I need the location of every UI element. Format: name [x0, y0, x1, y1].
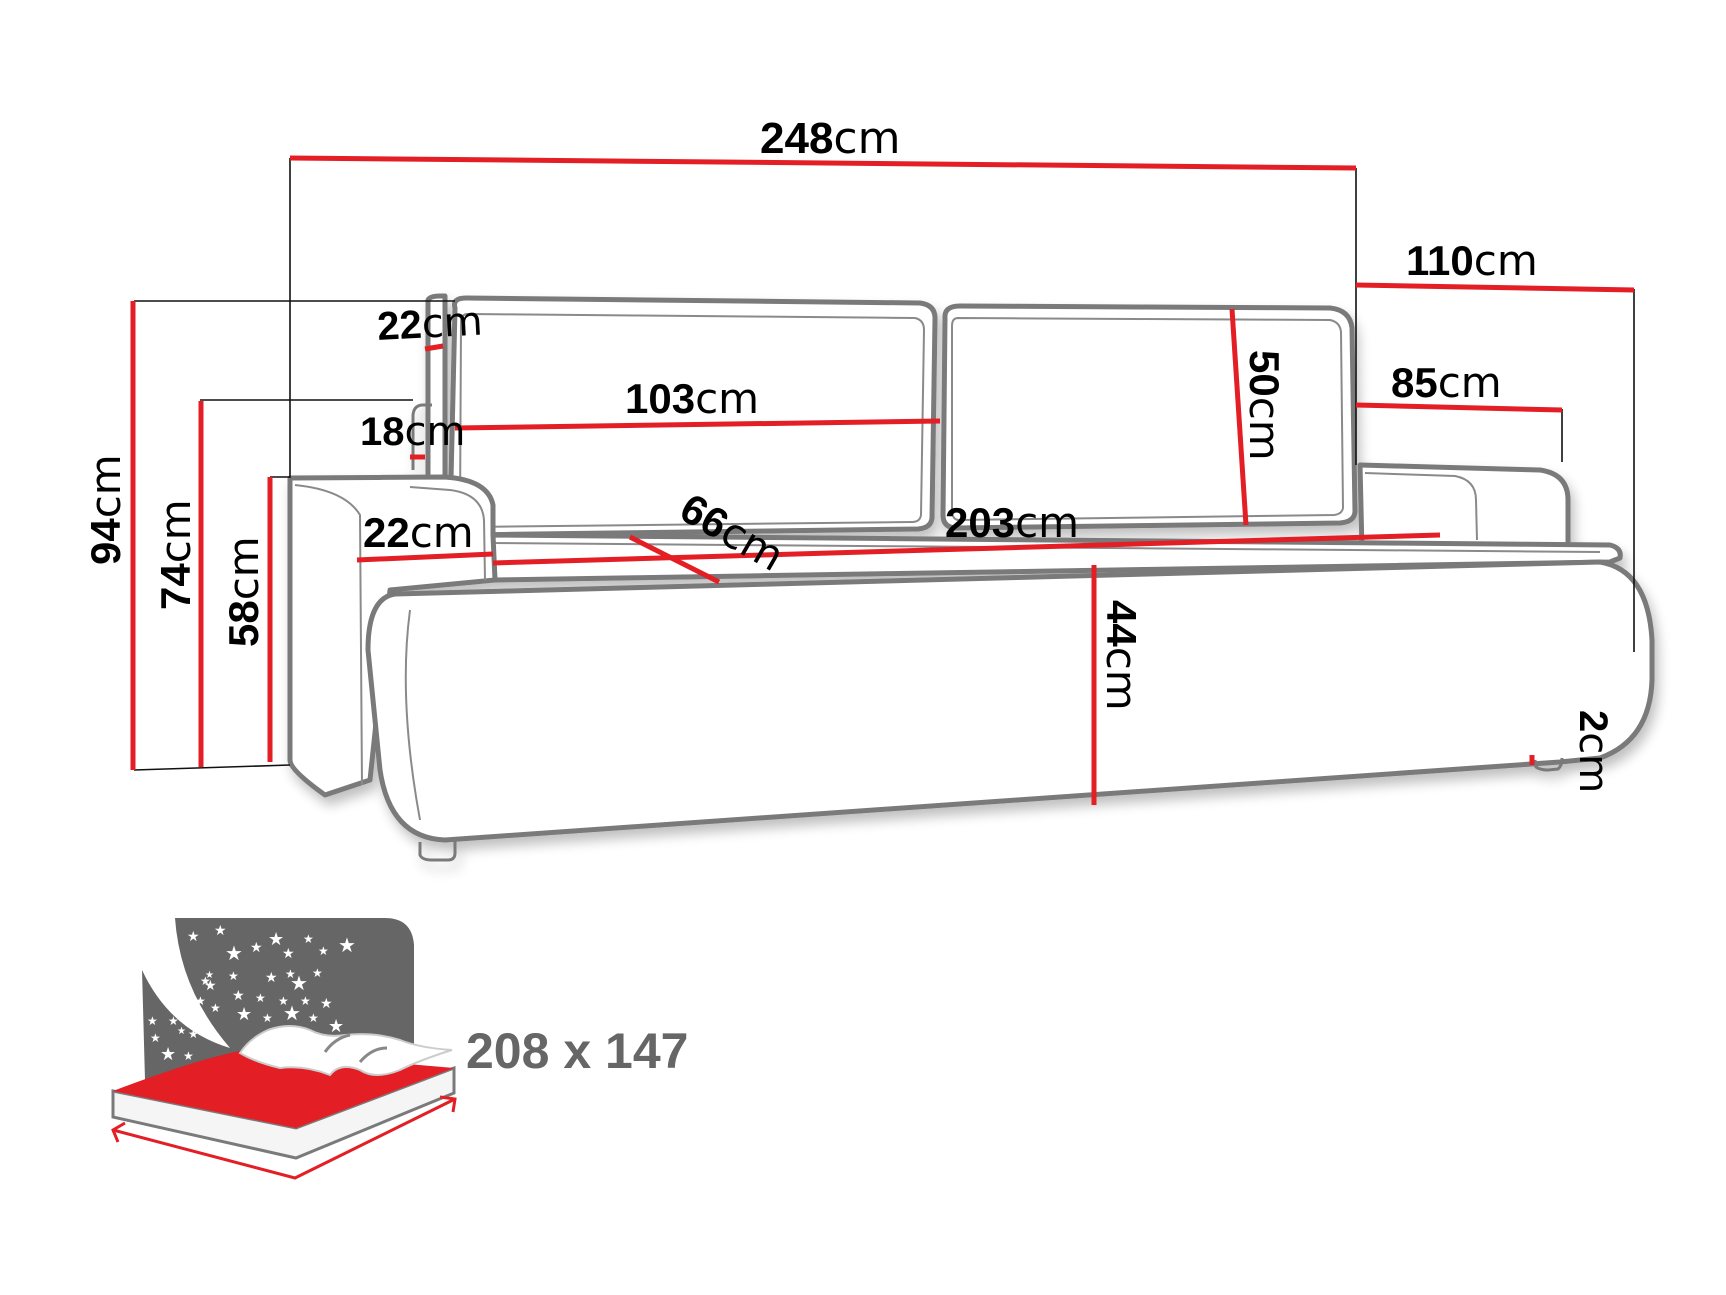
- extension-lines: [133, 158, 1635, 771]
- label-armrest-height: 58cm: [219, 536, 268, 647]
- dim-line-armrest-width: [356, 551, 494, 563]
- sleeping-area-size: 208 x 147: [466, 1023, 688, 1079]
- label-cushion-width: 103cm: [625, 374, 759, 423]
- dim-line-seat-width: [492, 532, 1441, 566]
- svg-text:★: ★: [228, 969, 239, 983]
- dim-line-cushion-height: [1229, 308, 1249, 526]
- svg-text:★: ★: [204, 979, 217, 994]
- svg-text:★: ★: [278, 994, 289, 1008]
- svg-text:★: ★: [328, 1016, 344, 1036]
- label-armrest-width: 22cm: [363, 508, 474, 557]
- front-left-leg: [418, 840, 457, 862]
- svg-text:★: ★: [250, 941, 263, 956]
- bed-night-stars-icon: ★ ★ ★ ★ ★ ★ ★ ★ ★ ★ ★ ★ ★ ★ ★ ★ ★ ★ ★ ★ …: [111, 918, 457, 1180]
- svg-text:★: ★: [308, 1011, 319, 1025]
- dim-line-total-width: [289, 155, 1357, 171]
- label-backrest-lower-thickness: 18cm: [360, 409, 465, 455]
- label-leg-height: 2cm: [1570, 710, 1616, 793]
- armrest-right: [1357, 462, 1571, 553]
- dimension-lines: [130, 155, 1635, 805]
- svg-text:★: ★: [225, 943, 243, 965]
- svg-text:★: ★: [300, 994, 311, 1008]
- svg-text:★: ★: [160, 1044, 176, 1064]
- svg-text:★: ★: [232, 989, 245, 1004]
- svg-text:★: ★: [236, 1004, 252, 1024]
- svg-text:★: ★: [265, 971, 278, 986]
- svg-text:★: ★: [320, 997, 333, 1012]
- dim-line-seat-depth: [1355, 402, 1563, 413]
- dim-line-seat-cushion-depth: [628, 534, 721, 585]
- svg-text:★: ★: [214, 924, 227, 939]
- svg-text:★: ★: [183, 1049, 194, 1063]
- label-total-height: 94cm: [81, 454, 130, 565]
- svg-text:★: ★: [283, 1003, 301, 1025]
- label-total-depth: 110cm: [1406, 236, 1538, 285]
- svg-text:★: ★: [205, 970, 214, 981]
- svg-text:★: ★: [168, 1014, 179, 1028]
- dim-line-backrest-thickness: [424, 343, 444, 352]
- stars: ★ ★ ★ ★ ★ ★ ★ ★ ★ ★ ★ ★ ★ ★ ★ ★ ★ ★ ★ ★ …: [147, 924, 356, 1064]
- dim-line-total-depth: [1355, 282, 1635, 293]
- label-backrest-thickness: 22cm: [376, 299, 484, 350]
- svg-text:★: ★: [195, 994, 206, 1008]
- svg-text:★: ★: [290, 973, 308, 995]
- svg-text:★: ★: [268, 929, 284, 949]
- svg-text:★: ★: [318, 944, 329, 958]
- label-cushion-height: 50cm: [1240, 350, 1289, 461]
- svg-text:★: ★: [210, 1001, 221, 1015]
- label-seat-width: 203cm: [945, 498, 1079, 547]
- front-right-leg: [1533, 757, 1564, 772]
- svg-text:★: ★: [147, 1014, 158, 1028]
- back-cushion-right: [940, 303, 1358, 531]
- label-seat-height: 44cm: [1097, 600, 1146, 711]
- svg-text:★: ★: [177, 1026, 186, 1037]
- label-backrest-height: 74cm: [151, 499, 200, 610]
- svg-text:★: ★: [262, 1011, 273, 1025]
- svg-text:★: ★: [187, 930, 200, 945]
- svg-text:★: ★: [188, 1027, 199, 1041]
- svg-text:★: ★: [282, 947, 295, 962]
- svg-text:★: ★: [338, 935, 356, 957]
- label-seat-depth: 85cm: [1391, 358, 1502, 407]
- svg-text:★: ★: [312, 966, 323, 980]
- dim-line-cushion-width: [454, 418, 941, 431]
- svg-text:★: ★: [285, 967, 296, 981]
- label-total-width: 248cm: [760, 113, 900, 164]
- svg-text:★: ★: [303, 932, 314, 946]
- svg-text:★: ★: [150, 1031, 161, 1045]
- svg-text:★: ★: [255, 991, 266, 1005]
- sofa-base-front: [365, 559, 1655, 843]
- sofa-illustration: [287, 293, 1655, 862]
- svg-text:★: ★: [200, 974, 211, 988]
- dimension-labels: 248cm 110cm 85cm 22cm 18cm 103cm 50cm 22…: [81, 113, 1616, 793]
